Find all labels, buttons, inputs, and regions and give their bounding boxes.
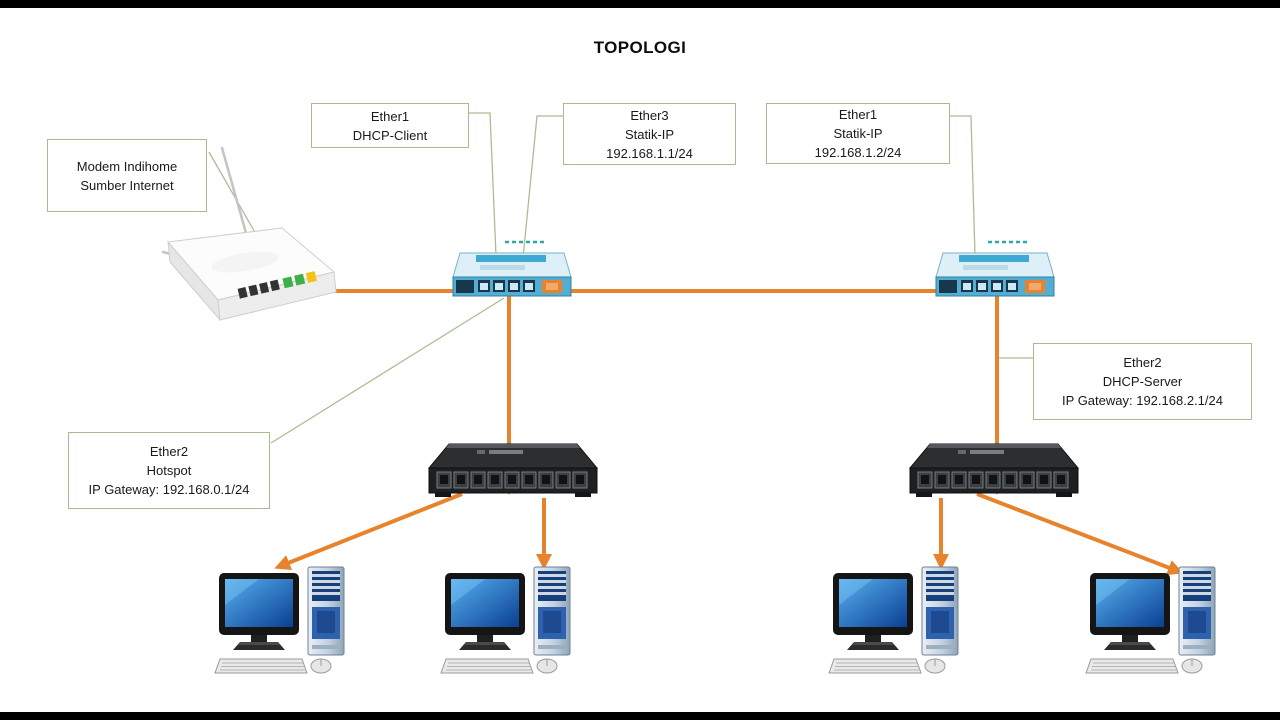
label-router2-ether2: Ether2 DHCP-Server IP Gateway: 192.168.2… [1033, 343, 1252, 420]
label-text: DHCP-Client [352, 127, 428, 143]
router1-device [450, 238, 575, 302]
leader-ether3-statik-label [522, 115, 563, 259]
label-text: Hotspot [146, 463, 192, 478]
label-text: DHCP-Server [1102, 374, 1183, 389]
pc-illustration [828, 566, 959, 674]
pc-illustration [214, 566, 345, 674]
cable-switch2-to-pc4 [976, 492, 1184, 576]
letterbox-top [0, 0, 1280, 8]
pc2-device [440, 565, 575, 677]
pc1-device [214, 565, 349, 677]
pc4-device [1085, 565, 1220, 677]
label-router2-ether1: Ether1 Statik-IP 192.168.1.2/24 [766, 103, 950, 164]
label-modem: Modem Indihome Sumber Internet [47, 139, 207, 212]
router-illustration [451, 240, 573, 298]
label-text: Statik-IP [833, 126, 883, 141]
label-router1-ether2: Ether2 Hotspot IP Gateway: 192.168.0.1/2… [68, 432, 270, 509]
leader-ether2-hotspot-label [270, 297, 505, 444]
switch2-device [908, 437, 1080, 503]
label-text: Ether1 [838, 107, 878, 122]
label-text: Modem Indihome [76, 158, 178, 174]
pc-illustration [1085, 566, 1216, 674]
page-title: TOPOLOGI [593, 38, 687, 57]
label-text: IP Gateway: 192.168.0.1/24 [88, 482, 250, 497]
leader-ether1-statik-label [950, 115, 976, 257]
label-text: Sumber Internet [80, 177, 174, 193]
leader-ether1-dhcp-label [469, 112, 497, 257]
label-text: Statik-IP [624, 126, 675, 142]
pc-illustration [440, 566, 571, 674]
label-text: 192.168.1.1/24 [606, 145, 693, 161]
cable-switch1-to-pc1 [274, 492, 463, 571]
switch1-device [427, 437, 599, 503]
pc3-device [828, 565, 963, 677]
router-illustration [934, 240, 1056, 298]
switch-illustration [428, 443, 598, 498]
label-text: 192.168.1.2/24 [814, 145, 902, 160]
label-text: Ether2 [1123, 355, 1162, 370]
letterbox-bottom [0, 712, 1280, 720]
label-router1-ether3: Ether3 Statik-IP 192.168.1.1/24 [563, 103, 736, 165]
label-text: Ether2 [149, 444, 189, 459]
router2-device [933, 238, 1058, 302]
label-text: IP Gateway: 192.168.2.1/24 [1062, 393, 1223, 408]
label-router1-ether1: Ether1 DHCP-Client [311, 103, 469, 148]
label-text: Ether3 [630, 107, 669, 123]
switch-illustration [909, 443, 1079, 498]
leader-modem-label [208, 151, 258, 237]
label-text: Ether1 [370, 108, 410, 124]
